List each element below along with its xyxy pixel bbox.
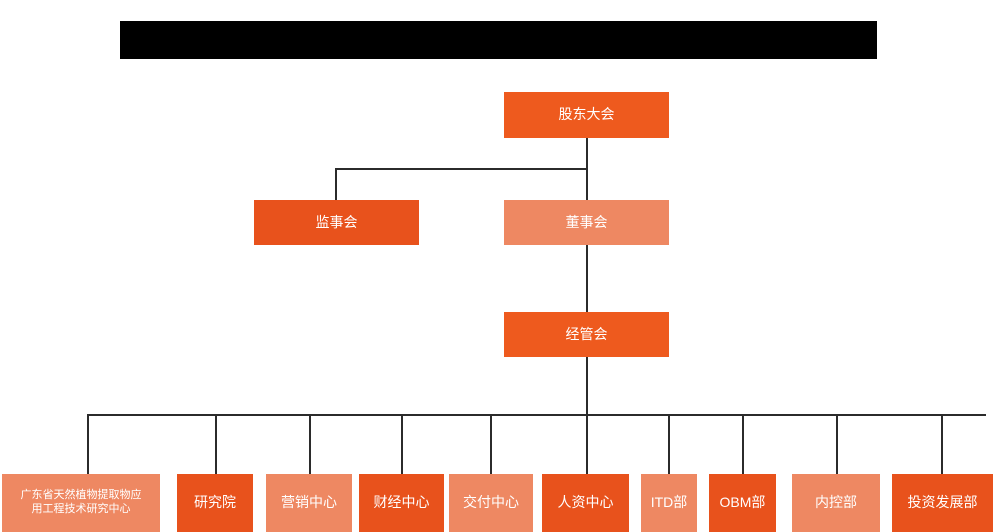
node-label-hr-center: 人资中心 (557, 494, 614, 511)
node-management-committee[interactable]: 经管会 (504, 312, 669, 357)
node-label-research-center-gd: 广东省天然植物提取物应 用工程技术研究中心 (20, 489, 142, 515)
node-hr-center[interactable]: 人资中心 (542, 474, 629, 532)
connector-board-to-management (586, 245, 588, 312)
redacted-title-banner (120, 21, 877, 59)
connector-drop-obm-department (742, 414, 744, 474)
node-board-of-directors[interactable]: 董事会 (504, 200, 669, 245)
connector-management-to-bus (586, 357, 588, 416)
node-label-finance-center: 财经中心 (373, 494, 430, 511)
node-label-obm-department: OBM部 (719, 494, 766, 511)
node-label-management-committee: 经管会 (565, 325, 608, 342)
node-marketing-center[interactable]: 营销中心 (266, 474, 352, 532)
node-label-itd-department: ITD部 (650, 494, 688, 511)
node-research-center-gd[interactable]: 广东省天然植物提取物应 用工程技术研究中心 (2, 474, 160, 532)
connector-drop-internal-control-department (836, 414, 838, 474)
connector-drop-delivery-center (490, 414, 492, 474)
node-internal-control-department[interactable]: 内控部 (792, 474, 880, 532)
node-itd-department[interactable]: ITD部 (641, 474, 697, 532)
connector-drop-research-center-gd (87, 414, 89, 474)
node-finance-center[interactable]: 财经中心 (359, 474, 444, 532)
connector-horizontal-level2 (335, 168, 588, 170)
node-label-shareholders-meeting: 股东大会 (558, 106, 615, 123)
node-investment-development-department[interactable]: 投资发展部 (892, 474, 993, 532)
node-research-institute[interactable]: 研究院 (177, 474, 253, 532)
connector-drop-marketing-center (309, 414, 311, 474)
node-label-delivery-center: 交付中心 (463, 494, 519, 511)
node-delivery-center[interactable]: 交付中心 (449, 474, 533, 532)
node-label-marketing-center: 营销中心 (281, 494, 337, 511)
connector-drop-investment-development-department (941, 414, 943, 474)
connector-drop-supervisory-board (335, 168, 337, 200)
connector-drop-hr-center (586, 414, 588, 474)
connector-horizontal-bus-level4 (87, 414, 986, 416)
connector-drop-itd-department (668, 414, 670, 474)
node-label-internal-control-department: 内控部 (815, 494, 857, 511)
node-label-supervisory-board: 监事会 (315, 213, 358, 230)
node-label-investment-development-department: 投资发展部 (907, 494, 978, 511)
node-label-research-institute: 研究院 (194, 494, 236, 511)
connector-drop-finance-center (401, 414, 403, 474)
node-label-board-of-directors: 董事会 (565, 213, 608, 230)
connector-drop-research-institute (215, 414, 217, 474)
node-obm-department[interactable]: OBM部 (709, 474, 776, 532)
node-supervisory-board[interactable]: 监事会 (254, 200, 419, 245)
node-shareholders-meeting[interactable]: 股东大会 (504, 92, 669, 138)
